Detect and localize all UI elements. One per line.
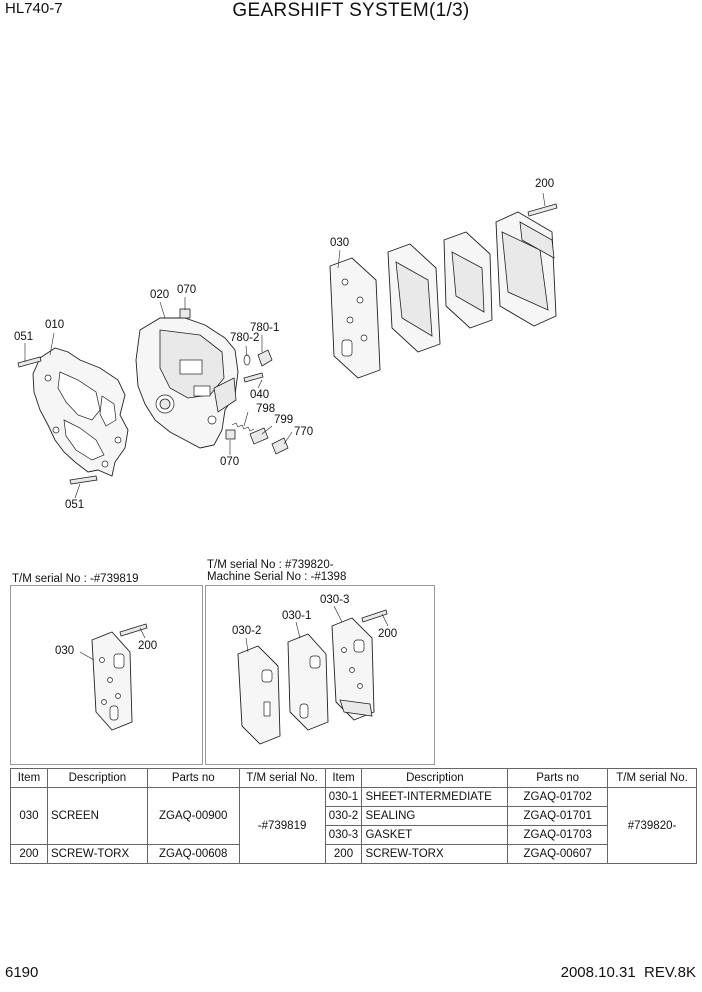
variant-box-left [10,585,203,765]
page-number: 6190 [5,964,39,981]
cell-description: SCREEN [46,787,148,845]
variant-box-right [205,585,435,765]
table-header: T/M serial No. [607,768,697,788]
valve-components [231,349,289,455]
table-header: Parts no [146,768,240,788]
cell-item: 030-2 [324,806,363,826]
cell-item: 030-3 [324,825,363,845]
screen-030 [329,257,381,379]
cell-parts-no: ZGAQ-00608 [146,844,240,864]
box2-callout-030-1: 030-1 [282,610,312,622]
table-row: 030-3 GASKET ZGAQ-01703 [11,825,697,845]
table-header: Description [361,768,509,788]
callout-798: 798 [256,403,276,415]
valve-body-housing [495,211,557,327]
table-row: 200 SCREW-TORX ZGAQ-00608 200 SCREW-TORX… [10,844,697,864]
table-header: Item [10,768,48,788]
callout-010: 010 [45,319,65,331]
callout-780-1: 780-1 [250,322,280,334]
box1-screen-drawing [79,623,148,731]
serial-label-right-1: T/M serial No : #739820- [207,559,334,571]
cell-item: 030-1 [324,787,363,807]
box2-plates-drawing [237,605,389,745]
callout-770: 770 [294,426,314,438]
cell-parts-no: ZGAQ-01701 [507,806,609,826]
cell-item: 030 [10,787,48,845]
table-header: Description [46,768,148,788]
cell-description: GASKET [361,825,509,845]
date-revision: 2008.10.31 REV.8K [560,964,696,981]
cell-description: SEALING [361,806,509,826]
box1-callout-030: 030 [55,645,75,657]
plug-070-top [179,308,191,319]
cell-item: 200 [10,844,48,864]
cell-parts-no: ZGAQ-01703 [507,825,609,845]
serial-label-right-2: Machine Serial No : -#1398 [207,571,347,583]
cell-parts-no: ZGAQ-01702 [507,787,609,807]
cell-parts-no: ZGAQ-00607 [507,844,609,864]
valve-body-plate-1 [387,243,441,353]
box2-callout-030-2: 030-2 [232,625,262,637]
serial-label-left: T/M serial No : -#739819 [12,573,139,585]
cell-description: SCREW-TORX [46,844,148,864]
callout-051: 051 [14,331,34,343]
callout-070: 070 [177,284,197,296]
table-header: Item [324,768,363,788]
callout-780-2: 780-2 [230,332,260,344]
cell-serial: -#739819 [238,787,326,864]
parts-table: Item Description Parts no T/M serial No.… [10,768,697,864]
callout-070-bottom: 070 [220,456,240,468]
table-header: Parts no [507,768,609,788]
table-row: 030 SCREEN ZGAQ-00900 -#739819 030-1 SHE… [10,787,697,864]
callout-030: 030 [330,237,350,249]
box2-callout-200: 200 [378,628,398,640]
cell-description: SCREW-TORX [361,844,509,864]
table-header-row: Item Description Parts no T/M serial No.… [10,768,697,788]
callout-040: 040 [250,389,270,401]
model-name: HL740-7 [5,0,63,17]
cell-parts-no: ZGAQ-00900 [146,787,240,845]
callout-200: 200 [535,178,555,190]
box2-callout-030-3: 030-3 [320,594,350,606]
screw-200-top [527,203,558,217]
table-row: 030-2 SEALING ZGAQ-01701 [11,806,697,826]
cover-plate-010 [32,347,129,477]
callout-020: 020 [150,289,170,301]
leader-lines [24,192,546,499]
cell-description: SHEET-INTERMEDIATE [361,787,509,807]
plug-070-bottom [225,429,236,440]
page-title: GEARSHIFT SYSTEM(1/3) [232,0,470,21]
callout-051-bottom: 051 [65,499,85,511]
box1-callout-200: 200 [138,640,158,652]
valve-body-plate-2 [443,231,493,329]
table-header: T/M serial No. [238,768,326,788]
pin-051 [17,356,98,485]
callout-799: 799 [274,414,294,426]
cell-serial: #739820- [607,787,697,864]
housing-020 [135,317,239,449]
cell-item: 200 [324,844,363,864]
